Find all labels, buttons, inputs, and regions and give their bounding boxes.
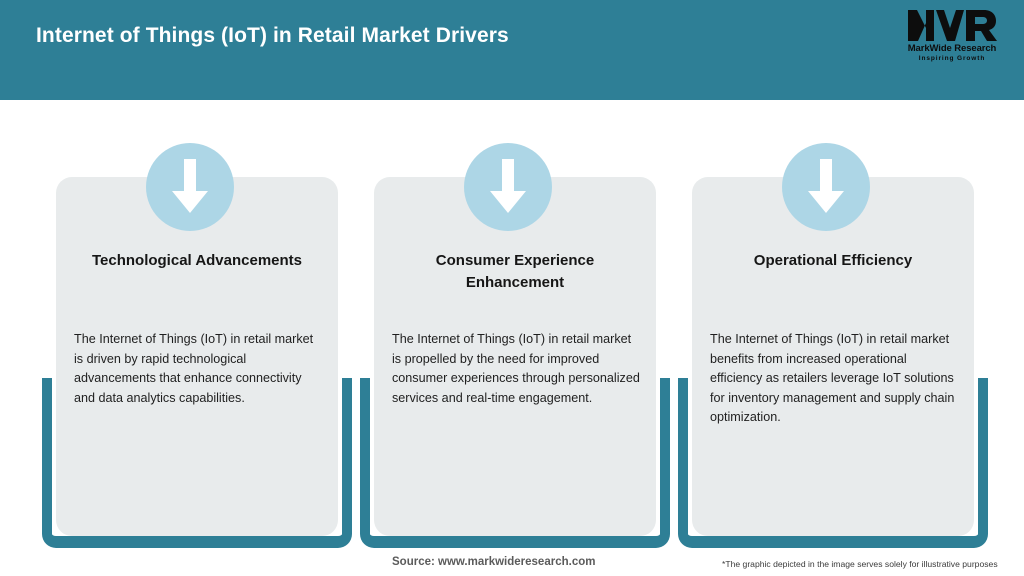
footer-disclaimer-note: *The graphic depicted in the image serve… (722, 559, 998, 569)
card-title: Operational Efficiency (753, 252, 913, 269)
down-arrow-icon (808, 159, 844, 213)
down-arrow-icon (490, 159, 526, 213)
mwr-monogram-icon (908, 10, 997, 41)
page-title: Internet of Things (IoT) in Retail Marke… (36, 24, 509, 47)
down-arrow-icon (172, 159, 208, 213)
logo-company-name: MarkWide Research (907, 43, 997, 54)
card-badge (146, 143, 234, 231)
header-bar: Internet of Things (IoT) in Retail Marke… (0, 0, 1024, 100)
brand-logo: MarkWide Research Inspiring Growth (900, 8, 1004, 66)
card-badge (782, 143, 870, 231)
driver-card-technological-advancements: Technological Advancements The Internet … (56, 177, 338, 536)
card-body-text: The Internet of Things (IoT) in retail m… (74, 332, 314, 405)
card-body-text: The Internet of Things (IoT) in retail m… (392, 332, 640, 405)
driver-card-consumer-experience-enhancement: Consumer Experience Enhancement The Inte… (374, 177, 656, 536)
card-title: Consumer Experience Enhancement (435, 252, 595, 291)
footer-source-label: Source: www.markwideresearch.com (392, 556, 596, 568)
card-body-text: The Internet of Things (IoT) in retail m… (710, 332, 955, 424)
card-frame (42, 378, 352, 548)
card-frame (678, 378, 988, 548)
card-frame (360, 378, 670, 548)
card-title: Technological Advancements (91, 252, 303, 269)
card-badge (464, 143, 552, 231)
driver-card-operational-efficiency: Operational Efficiency The Internet of T… (692, 177, 974, 536)
logo-tagline: Inspiring Growth (918, 55, 986, 62)
